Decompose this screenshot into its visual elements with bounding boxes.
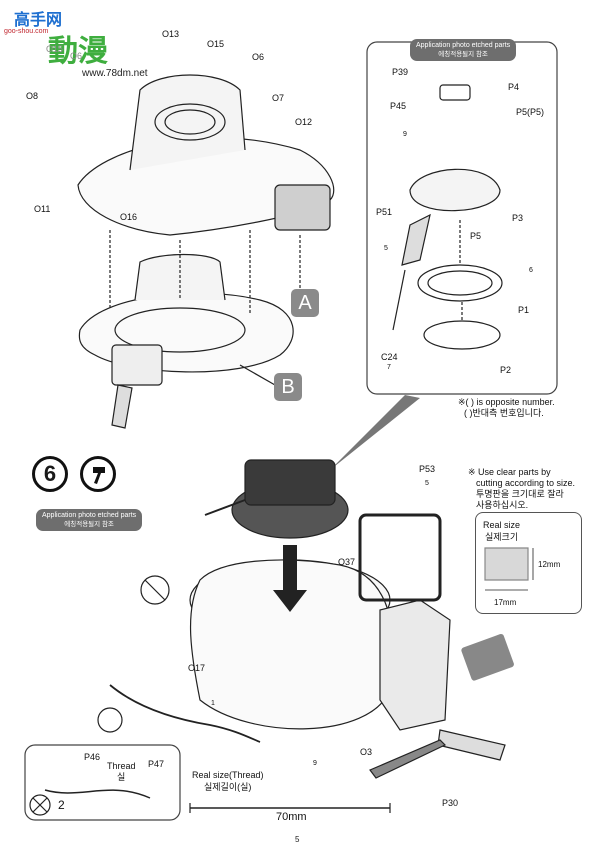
part-label-p53: P53: [419, 464, 436, 474]
thread-label-kr: 실: [117, 772, 126, 782]
inset-part-p45: P45: [390, 101, 407, 111]
thread-count: 2: [58, 798, 65, 812]
thread-real-size-kr: 실제길이(실): [204, 782, 252, 792]
inset-p51-plate: [401, 213, 431, 266]
gun-mantlet: [111, 344, 163, 386]
callout-a: A: [291, 289, 319, 317]
inset-mark-5: 5: [384, 245, 388, 252]
p53-frame: [358, 513, 442, 602]
inset-part-p2: P2: [500, 365, 512, 375]
thread-part-p46: P46: [84, 752, 101, 762]
part-label-o8: O8: [26, 91, 39, 101]
callout-b: B: [274, 373, 302, 401]
inset-etched-pill: Application photo etched parts 에칭적용될지 참조: [410, 39, 517, 61]
thread-real-length: 70mm: [276, 811, 307, 823]
opposite-note-kr: ( )반대측 번호입니다.: [464, 408, 544, 418]
lower-mark-9: 9: [313, 760, 317, 767]
real-size-box: [475, 512, 582, 614]
lower-mark-1: 1: [211, 700, 215, 707]
opposite-note-en: ※( ) is opposite number.: [458, 397, 555, 407]
inset-ring-p2: [423, 320, 501, 350]
inset-mark-6: 6: [529, 267, 533, 274]
part-label-o16: O16: [120, 212, 138, 222]
inset-part-c24: C24: [381, 352, 398, 362]
clear-note-line1: ※ Use clear parts by: [468, 467, 551, 477]
lower-mark-5: 5: [425, 480, 429, 487]
part-label-o11: O11: [34, 204, 51, 214]
inset-turret-dome: [409, 168, 501, 212]
real-size-height: 12mm: [538, 560, 561, 569]
part-label-o13: O13: [162, 29, 180, 39]
glue-hammer-icon: [80, 456, 116, 492]
hull-rear-box: [379, 599, 451, 731]
thread-real-size-en: Real size(Thread): [192, 770, 264, 780]
part-label-o17: O17: [188, 663, 206, 673]
part-label-o15-ghost: O15: [46, 44, 64, 54]
clear-note-line3: 투명판을 크기대로 잘라: [476, 489, 564, 499]
inset-frame: [366, 41, 558, 395]
clear-vision-block: [461, 634, 514, 681]
part-a-assembly: [274, 184, 331, 231]
step-number: 6: [32, 456, 68, 492]
inset-part-p3: P3: [512, 213, 524, 223]
opposite-number-note: ※( ) is opposite number. ( )반대측 번호입니다.: [458, 397, 555, 419]
p30-plate: [369, 739, 447, 779]
inset-mark-9: 9: [403, 131, 407, 138]
clear-parts-note: ※ Use clear parts by cutting according t…: [468, 467, 575, 511]
clear-note-line4: 사용하십시오.: [476, 500, 529, 510]
turret-ring: [114, 307, 246, 353]
thread-box: [24, 744, 181, 821]
watermark-logo: 高手网 goo-shou.com 動漫 www.78dm.net: [0, 0, 170, 82]
part-label-o12: O12: [295, 117, 313, 127]
inset-part-p51: P51: [376, 207, 393, 217]
part-label-o6-ghost: O6: [70, 51, 83, 61]
page-number: 5: [295, 835, 300, 844]
watermark-site-en: goo-shou.com: [4, 28, 49, 35]
part-label-p30: P30: [442, 798, 459, 808]
inset-part-p5: P5: [470, 231, 482, 241]
insert-arrow: [273, 545, 307, 612]
watermark-url: www.78dm.net: [82, 68, 148, 79]
part-label-o37: O37: [338, 557, 356, 567]
inset-mark-7: 7: [387, 364, 391, 371]
thread-part-p47: P47: [148, 759, 165, 769]
cupola-tower: [129, 74, 246, 171]
clear-note-line2: cutting according to size.: [476, 478, 576, 488]
inset-ring-p1: [417, 264, 503, 302]
real-size-kr: 실제크기: [485, 532, 519, 542]
part-label-o3: O3: [360, 747, 373, 757]
lower-etched-pill: Application photo etched parts 에칭적용될지 참조: [36, 509, 143, 531]
watermark-anime: 動漫: [48, 34, 108, 69]
inset-part-p39: P39: [392, 67, 409, 77]
part-label-o6: O6: [252, 52, 265, 62]
inset-pill-en: Application photo etched parts: [416, 42, 511, 49]
lower-pill-kr: 에칭적용될지 참조: [64, 521, 114, 528]
part-label-o15: O15: [207, 39, 225, 49]
gun-barrel: [111, 384, 133, 429]
real-size-en: Real size: [483, 520, 521, 530]
inset-part-p4: P4: [508, 82, 520, 92]
watermark-site-cn: 高手网: [14, 10, 63, 29]
tow-cable: [109, 684, 261, 743]
inset-part-p5p5: P5(P5): [516, 107, 545, 117]
rear-gun-barrel: [437, 729, 506, 761]
inset-part-p1: P1: [518, 305, 530, 315]
part-label-o7: O7: [272, 93, 285, 103]
inset-pointer: [330, 395, 420, 470]
real-size-width: 17mm: [494, 598, 517, 607]
thread-label: Thread: [107, 761, 136, 771]
lower-pill-en: Application photo etched parts: [42, 512, 137, 519]
cupola-ring: [154, 103, 226, 141]
inset-pill-kr: 에칭적용될지 참조: [438, 51, 488, 58]
